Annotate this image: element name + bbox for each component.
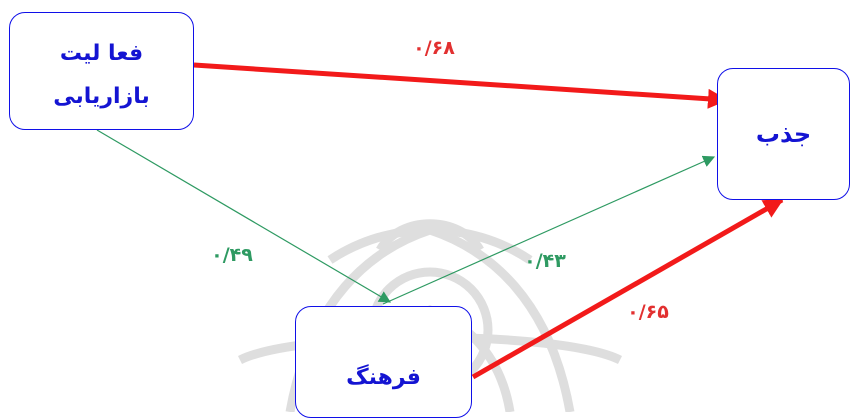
node-marketing-activity: فعا لیت بازاریابی [9, 12, 194, 130]
edge-marketing-to-culture [96, 129, 392, 303]
edge-culture-to-attraction-thin [382, 155, 716, 305]
edge-marketing-to-attraction [193, 62, 728, 109]
edge-culture-to-attraction-thick [471, 197, 784, 380]
edge-label-068: ۰/۶۸ [413, 37, 455, 59]
node-marketing-activity-line1: فعا لیت [59, 41, 144, 66]
edge-label-043: ۰/۴۳ [524, 250, 566, 272]
edge-label-065: ۰/۶۵ [627, 301, 669, 323]
node-marketing-activity-line2: بازاریابی [53, 84, 150, 109]
node-attraction-label: جذب [755, 120, 812, 148]
node-attraction: جذب [717, 68, 850, 200]
node-culture-label: فرهنگ [346, 365, 421, 390]
node-culture: فرهنگ [295, 306, 472, 418]
edge-label-049: ۰/۴۹ [211, 244, 253, 266]
